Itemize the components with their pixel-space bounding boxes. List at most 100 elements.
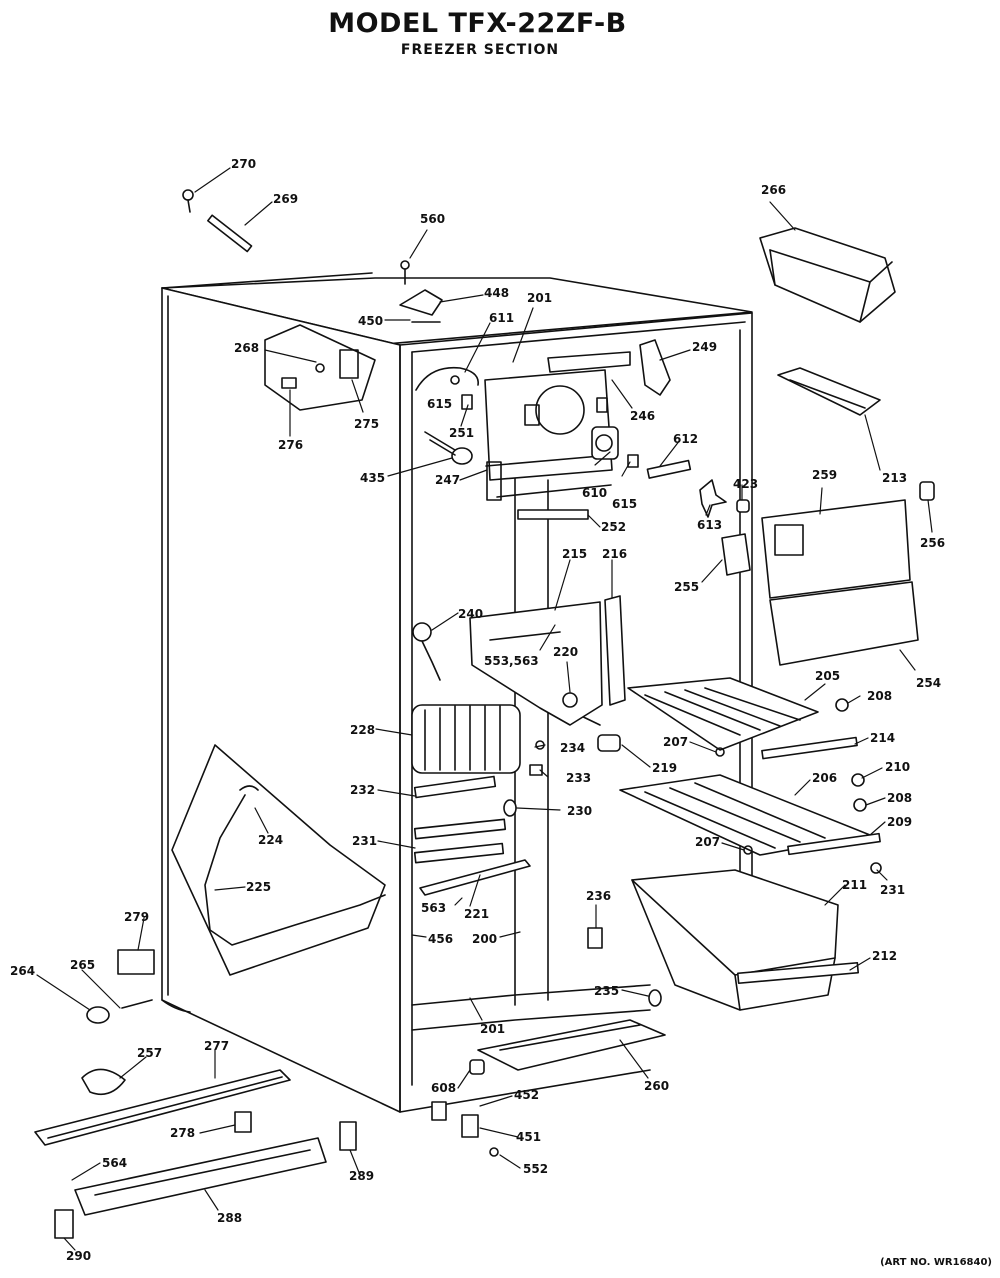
part-213-ice-tray xyxy=(777,367,881,416)
part-209-rail xyxy=(787,832,881,856)
label-214: 214 xyxy=(870,731,895,745)
label-208b: 208 xyxy=(887,791,912,805)
part-435-cap xyxy=(424,431,473,465)
part-252-strip xyxy=(517,509,589,520)
label-276: 276 xyxy=(278,438,303,452)
label-235: 235 xyxy=(594,984,619,998)
label-236: 236 xyxy=(586,889,611,903)
part-560-screw xyxy=(400,260,410,285)
label-216: 216 xyxy=(602,547,627,561)
part-264-leveling-leg xyxy=(86,999,153,1024)
label-279: 279 xyxy=(124,910,149,924)
label-268: 268 xyxy=(234,341,259,355)
label-612: 612 xyxy=(673,432,698,446)
label-200: 200 xyxy=(472,932,497,946)
label-259: 259 xyxy=(812,468,837,482)
label-212: 212 xyxy=(872,949,897,963)
label-209: 209 xyxy=(887,815,912,829)
label-233: 233 xyxy=(566,771,591,785)
part-448-bracket xyxy=(399,289,443,323)
label-207b: 207 xyxy=(695,835,720,849)
part-269-hinge-bar xyxy=(207,214,253,253)
label-247: 247 xyxy=(435,473,460,487)
part-232-rail xyxy=(413,775,497,799)
label-257: 257 xyxy=(137,1046,162,1060)
part-268-rear-panel xyxy=(264,324,376,411)
label-231a: 231 xyxy=(352,834,377,848)
label-220: 220 xyxy=(553,645,578,659)
label-251: 251 xyxy=(449,426,474,440)
label-423: 423 xyxy=(733,477,758,491)
label-290: 290 xyxy=(66,1249,91,1263)
label-435: 435 xyxy=(360,471,385,485)
part-216-channel xyxy=(604,595,626,706)
label-266: 266 xyxy=(761,183,786,197)
label-228: 228 xyxy=(350,723,375,737)
label-256: 256 xyxy=(920,536,945,550)
part-257-roller xyxy=(81,1068,126,1096)
label-224: 224 xyxy=(258,833,283,847)
diagram-title: MODEL TFX-22ZF-B xyxy=(328,8,627,39)
part-255-plate xyxy=(721,533,751,576)
label-206: 206 xyxy=(812,771,837,785)
label-277: 277 xyxy=(204,1039,229,1053)
label-207a: 207 xyxy=(663,735,688,749)
label-563: 563 xyxy=(421,901,446,915)
label-232: 232 xyxy=(350,783,375,797)
part-215-evaporator-cover xyxy=(469,601,603,726)
label-610: 610 xyxy=(582,486,607,500)
label-608: 608 xyxy=(431,1081,456,1095)
label-210: 210 xyxy=(885,760,910,774)
label-211: 211 xyxy=(842,878,867,892)
part-279-bracket xyxy=(117,949,155,975)
part-249-bracket xyxy=(547,339,671,396)
label-265: 265 xyxy=(70,958,95,972)
label-452: 452 xyxy=(514,1088,539,1102)
label-448: 448 xyxy=(484,286,509,300)
label-275: 275 xyxy=(354,417,379,431)
label-611: 611 xyxy=(489,311,514,325)
part-451-bottom-hinge xyxy=(431,1101,499,1157)
label-560: 560 xyxy=(420,212,445,226)
label-234: 234 xyxy=(560,741,585,755)
label-613: 613 xyxy=(697,518,722,532)
label-456: 456 xyxy=(428,932,453,946)
part-270-screw xyxy=(182,189,194,213)
part-230-clip xyxy=(503,799,517,817)
label-615b: 615 xyxy=(612,497,637,511)
part-612-bracket xyxy=(646,459,692,479)
part-277-base-rail xyxy=(34,1069,291,1146)
part-228-evaporator xyxy=(411,704,521,774)
label-225: 225 xyxy=(246,880,271,894)
part-259-shelf-frame xyxy=(761,499,919,666)
label-201b: 201 xyxy=(480,1022,505,1036)
part-608-clip xyxy=(469,1059,485,1075)
label-288: 288 xyxy=(217,1211,242,1225)
label-201a: 201 xyxy=(527,291,552,305)
leader-lines xyxy=(36,167,933,1251)
label-451: 451 xyxy=(516,1130,541,1144)
label-289: 289 xyxy=(349,1169,374,1183)
label-215: 215 xyxy=(562,547,587,561)
label-264: 264 xyxy=(10,964,35,978)
part-247-fan-cover xyxy=(484,369,613,501)
part-235-screw xyxy=(648,989,662,1007)
label-270: 270 xyxy=(231,157,256,171)
part-211-basket xyxy=(631,869,860,1011)
label-255: 255 xyxy=(674,580,699,594)
part-231-rail xyxy=(413,818,531,896)
label-221: 221 xyxy=(464,907,489,921)
label-231b: 231 xyxy=(880,883,905,897)
part-256-clip xyxy=(919,481,935,501)
part-205-wire-shelf xyxy=(627,677,819,751)
label-615a: 615 xyxy=(427,397,452,411)
label-246: 246 xyxy=(630,409,655,423)
part-number-labels: 270 269 560 266 448 201 450 611 268 249 … xyxy=(10,157,945,1263)
label-260: 260 xyxy=(644,1079,669,1093)
part-240-thermostat xyxy=(412,622,441,681)
label-230: 230 xyxy=(567,804,592,818)
label-219: 219 xyxy=(652,761,677,775)
part-236-hinge xyxy=(587,927,603,949)
label-213: 213 xyxy=(882,471,907,485)
